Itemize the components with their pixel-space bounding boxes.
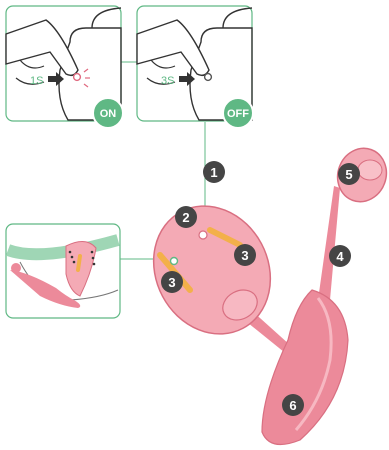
power-off-panel: 3S OFF [137,6,253,128]
on-badge-label: ON [100,108,117,120]
svg-text:1: 1 [210,165,217,180]
off-badge-label: OFF [227,108,249,120]
svg-text:3: 3 [168,275,175,290]
power-on-panel: 1S ON [6,6,123,128]
svg-text:3: 3 [241,248,248,263]
off-press-duration: 3S [161,75,174,87]
svg-text:6: 6 [289,398,296,413]
power-button-off-icon [205,74,212,81]
svg-text:5: 5 [345,167,352,182]
power-button-icon [74,74,81,81]
egg-button-icon [199,231,207,239]
svg-text:4: 4 [336,249,344,264]
svg-text:2: 2 [182,210,189,225]
wearing-panel [6,224,120,318]
on-press-duration: 1S [30,75,43,87]
flexible-rod [318,186,340,300]
contact-point-icon [171,258,178,265]
external-arm [262,290,348,445]
device-main [132,141,389,444]
